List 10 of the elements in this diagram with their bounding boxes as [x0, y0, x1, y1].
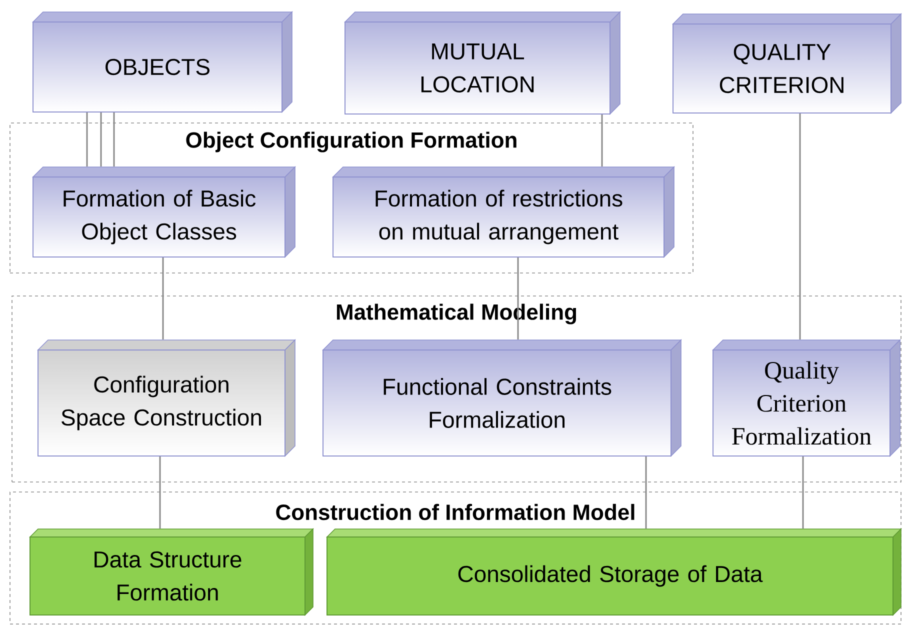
connector-line [645, 456, 647, 528]
connector-line [162, 258, 164, 340]
connector-line [802, 456, 804, 528]
connector-line [159, 456, 161, 528]
connector-line [601, 114, 603, 166]
connector-line [799, 114, 801, 340]
connector-line [113, 112, 115, 166]
connector-line [86, 112, 88, 166]
connector-line [100, 112, 102, 166]
connector-line [517, 258, 519, 340]
